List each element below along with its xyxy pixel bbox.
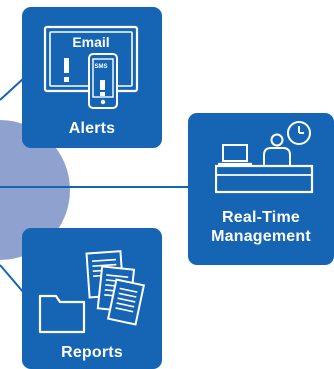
- reports-label: Reports: [61, 344, 123, 361]
- connector-line-reports: [0, 264, 25, 294]
- sms-text: SMS: [94, 64, 108, 70]
- operator-desk-clock-icon: [215, 121, 314, 194]
- hub-circle: [0, 120, 70, 260]
- email-sms-alert-icon: [43, 25, 139, 109]
- reports-card: Reports: [22, 228, 162, 369]
- folder-documents-icon: [38, 250, 146, 334]
- alerts-label: Alerts: [68, 120, 116, 137]
- email-text: Email: [72, 34, 110, 50]
- connector-line-alerts: [0, 77, 25, 101]
- management-label-line2: Management: [211, 228, 311, 245]
- management-label: Real-Time Management: [188, 208, 334, 246]
- real-time-management-card: Real-Time Management: [188, 113, 334, 265]
- management-label-line1: Real-Time: [222, 209, 300, 226]
- alerts-card: Email SMS Alerts: [22, 7, 162, 148]
